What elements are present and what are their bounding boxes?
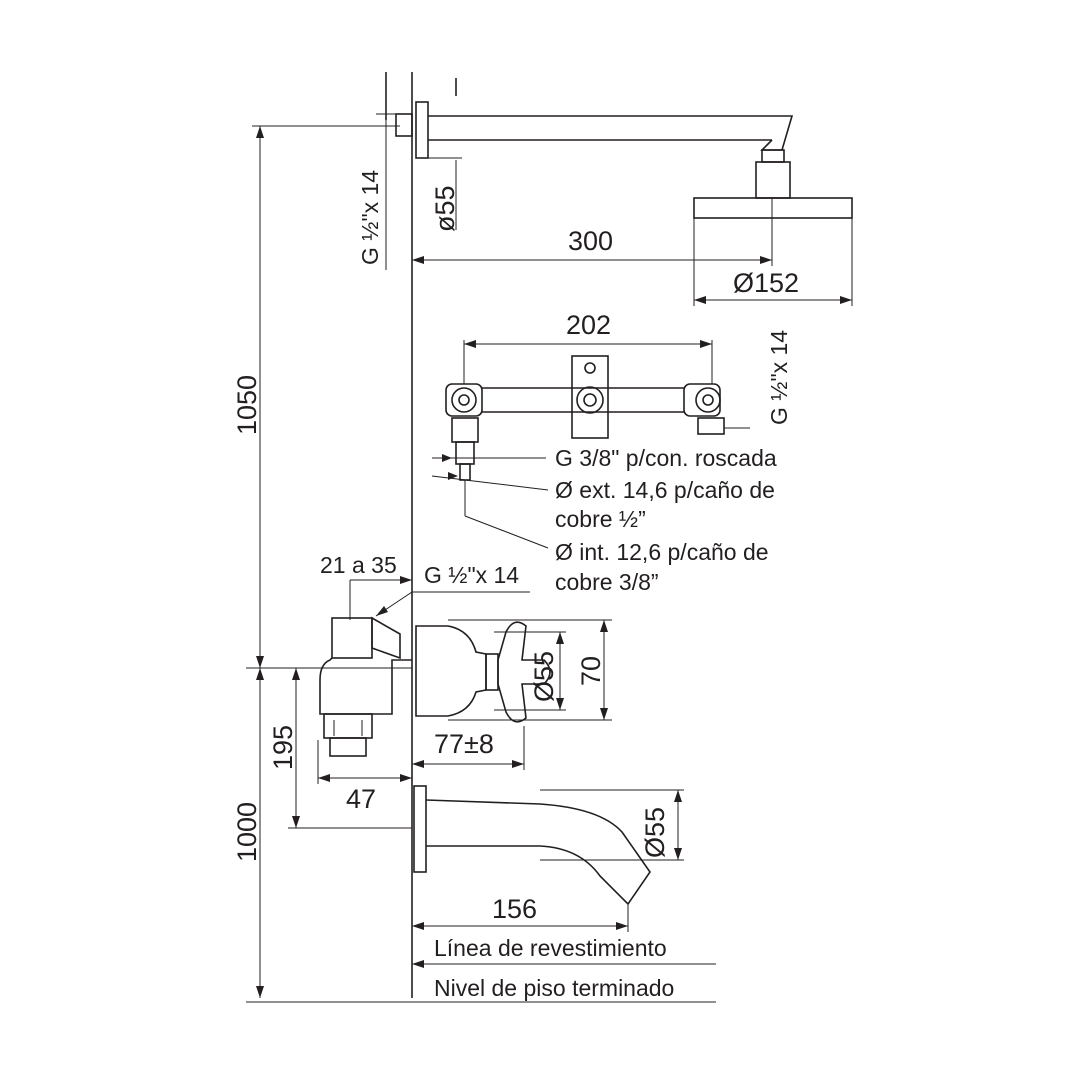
dim-1000	[256, 668, 264, 998]
shower-thread-left-label: G ½"x 14	[357, 170, 383, 265]
dim-spout-diameter-label: Ø55	[640, 807, 670, 858]
dim-300	[412, 198, 773, 266]
dim-195	[246, 667, 412, 829]
dim-202-label: 202	[566, 310, 611, 340]
dim-300-label: 300	[568, 226, 613, 256]
note-roscada: G 3/8" p/con. roscada	[555, 445, 777, 471]
dim-70	[448, 619, 612, 721]
note-leaders	[431, 454, 549, 549]
dim-77-label: 77±8	[434, 729, 494, 759]
shower-thread-right-label: G ½"x 14	[766, 330, 792, 425]
flange-diameter-dim	[428, 157, 462, 230]
spout	[413, 785, 651, 906]
dim-202	[463, 340, 713, 384]
dim-195-label: 195	[268, 725, 298, 770]
reference-lines	[246, 960, 716, 1003]
note-ext-line2: cobre ½”	[555, 506, 646, 532]
dim-21a35-label: 21 a 35	[320, 552, 397, 578]
dim-valve-diameter-label: Ø55	[529, 651, 559, 702]
flange-diameter-label: ø55	[430, 185, 460, 232]
piso-label: Nivel de piso terminado	[434, 975, 674, 1001]
dim-156-label: 156	[492, 894, 537, 924]
dim-1050-label: 1050	[232, 375, 262, 435]
note-int-line2: cobre 3/8”	[555, 569, 659, 595]
dim-152	[693, 218, 853, 306]
dim-1000-label: 1000	[232, 802, 262, 862]
note-int-line1: Ø int. 12,6 p/caño de	[555, 539, 769, 565]
mixer-thread-leader	[375, 591, 530, 617]
note-ext-line1: Ø ext. 14,6 p/caño de	[555, 477, 775, 503]
mixer-assembly	[319, 616, 551, 757]
shower-thread-dim	[376, 113, 400, 270]
dim-47-label: 47	[346, 784, 376, 814]
dim-47	[317, 740, 412, 784]
dim-77	[412, 726, 525, 770]
revestimiento-label: Línea de revestimiento	[434, 935, 667, 961]
mixer-thread-label: G ½"x 14	[424, 562, 519, 588]
dim-spout-diameter	[540, 789, 684, 861]
dim-152-label: Ø152	[733, 268, 799, 298]
shower-arm	[395, 101, 853, 219]
dim-1050	[252, 125, 400, 668]
dim-21a35	[349, 576, 412, 620]
dim-156	[412, 904, 629, 932]
valve-body	[445, 355, 725, 481]
dim-valve-diameter	[494, 631, 566, 711]
wall-lines	[385, 72, 457, 998]
dim-70-label: 70	[576, 656, 606, 686]
